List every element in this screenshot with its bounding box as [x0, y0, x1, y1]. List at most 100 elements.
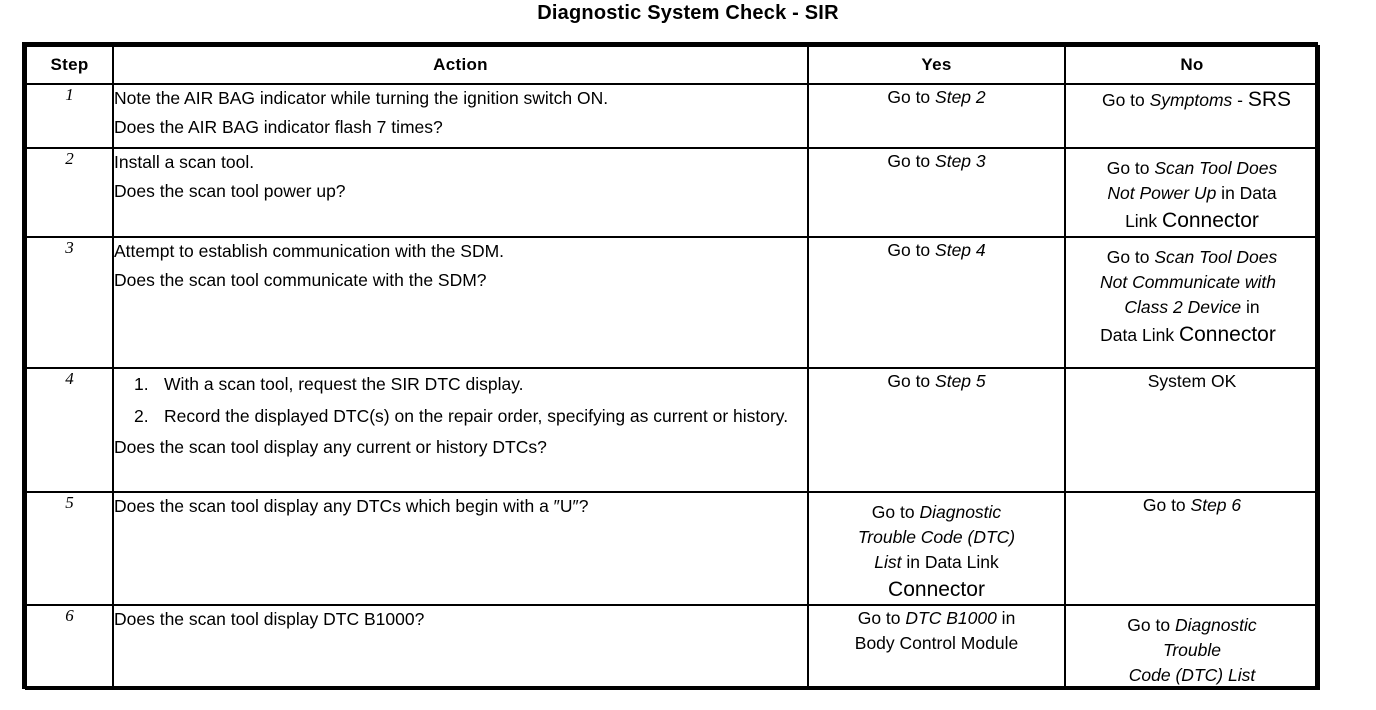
- no-cell: Go to Symptoms - SRS: [1064, 83, 1320, 149]
- action-cell: Does the scan tool display any DTCs whic…: [112, 490, 809, 607]
- reference-link[interactable]: Step 3: [935, 151, 986, 171]
- answer-text: Go to: [1101, 90, 1150, 110]
- reference-link[interactable]: Scan Tool Does: [1154, 158, 1278, 178]
- action-cell: Note the AIR BAG indicator while turning…: [112, 83, 809, 149]
- reference-link[interactable]: Symptoms: [1149, 90, 1233, 110]
- step-number: 6: [25, 604, 114, 690]
- no-cell: Go to Step 6: [1064, 490, 1320, 607]
- reference-link[interactable]: Connector: [1162, 208, 1259, 232]
- reference-link[interactable]: Step 5: [935, 371, 986, 391]
- answer-line: Go to Step 5: [810, 370, 1063, 394]
- reference-link[interactable]: Connector: [888, 577, 985, 601]
- answer-line: Go to Scan Tool Does: [1067, 156, 1317, 181]
- answer-line: Not Communicate with: [1067, 270, 1317, 295]
- reference-link[interactable]: List: [874, 551, 902, 572]
- action-line: Does the scan tool display DTC B1000?: [114, 609, 425, 630]
- reference-link[interactable]: Connector: [1178, 322, 1276, 346]
- answer-line: Go to Symptoms - SRS: [1067, 86, 1317, 115]
- answer-text: Go to: [1127, 615, 1175, 636]
- action-line: Attempt to establish communication with …: [114, 241, 505, 261]
- answer-line: Body Control Module: [854, 633, 1019, 654]
- action-line: Does the scan tool communicate with the …: [114, 269, 487, 290]
- reference-link[interactable]: SRS: [1247, 88, 1292, 111]
- yes-cell: Go to DTC B1000 in Body Control Module: [807, 604, 1066, 690]
- reference-link[interactable]: Step 6: [1190, 495, 1242, 515]
- diagnostic-table-container: Step Action Yes No 1 Note the AIR BAG in…: [22, 42, 1320, 690]
- column-header-no: No: [1064, 45, 1320, 85]
- step-number: 3: [25, 236, 114, 369]
- table-row: 1 Note the AIR BAG indicator while turni…: [25, 83, 1320, 149]
- answer-text: in: [996, 608, 1016, 629]
- answer-text: in Data: [1216, 182, 1277, 203]
- yes-cell: Go to Step 2: [807, 83, 1066, 149]
- answer-line: Go to DTC B1000 in: [810, 607, 1063, 631]
- answer-line: List in Data Link: [810, 550, 1063, 575]
- step-number: 4: [25, 367, 114, 493]
- answer-line: Link Connector: [1067, 206, 1317, 235]
- table-row: 6 Does the scan tool display DTC B1000? …: [25, 604, 1320, 690]
- action-line: Does the scan tool power up?: [114, 180, 346, 201]
- no-cell: Go to Diagnostic Trouble Code (DTC) List: [1064, 604, 1320, 690]
- reference-link[interactable]: Trouble: [1162, 640, 1222, 661]
- answer-text: in Data Link: [901, 551, 999, 572]
- reference-link[interactable]: Not Power Up: [1107, 182, 1217, 203]
- table-header-row: Step Action Yes No: [25, 45, 1320, 85]
- action-cell: Attempt to establish communication with …: [112, 236, 809, 369]
- answer-text: Data Link: [1100, 324, 1179, 345]
- action-cell: Does the scan tool display DTC B1000?: [112, 604, 809, 690]
- reference-link[interactable]: Diagnostic: [1174, 615, 1257, 636]
- answer-text: Go to: [887, 371, 936, 391]
- reference-link[interactable]: Scan Tool Does: [1154, 247, 1278, 267]
- answer-text: Go to: [887, 240, 936, 260]
- diagnostic-table: Step Action Yes No 1 Note the AIR BAG in…: [25, 45, 1320, 690]
- reference-link[interactable]: Trouble Code (DTC): [857, 526, 1016, 547]
- answer-text: Go to: [1142, 495, 1191, 515]
- reference-link[interactable]: DTC B1000: [905, 608, 997, 629]
- answer-text: Go to: [887, 87, 936, 107]
- reference-link[interactable]: Code (DTC) List: [1128, 665, 1256, 686]
- answer-line: Trouble: [1067, 638, 1317, 663]
- step-number: 1: [25, 83, 114, 149]
- action-cell: Install a scan tool. Does the scan tool …: [112, 147, 809, 238]
- reference-link[interactable]: Not Communicate with: [1099, 271, 1277, 292]
- answer-line: Trouble Code (DTC): [810, 525, 1063, 550]
- action-line: Note the AIR BAG indicator while turning…: [114, 88, 609, 108]
- answer-text: Link: [1125, 210, 1163, 231]
- answer-line: Go to Diagnostic: [1067, 613, 1317, 638]
- yes-cell: Go to Diagnostic Trouble Code (DTC) List…: [807, 490, 1066, 607]
- table-row: 2 Install a scan tool. Does the scan too…: [25, 147, 1320, 238]
- action-line: Does the AIR BAG indicator flash 7 times…: [114, 116, 443, 137]
- answer-text: Go to: [1106, 158, 1155, 178]
- reference-link[interactable]: Step 2: [935, 87, 986, 107]
- no-cell: System OK: [1064, 367, 1320, 493]
- answer-text: in: [1241, 296, 1260, 317]
- yes-cell: Go to Step 5: [807, 367, 1066, 493]
- column-header-action: Action: [112, 45, 809, 85]
- answer-text: -: [1232, 90, 1248, 110]
- column-header-yes: Yes: [807, 45, 1066, 85]
- reference-link[interactable]: Class 2 Device: [1124, 296, 1242, 317]
- table-row: 4 With a scan tool, request the SIR DTC …: [25, 367, 1320, 493]
- answer-line: Go to Step 4: [810, 239, 1063, 263]
- answer-text: Go to: [1106, 247, 1155, 267]
- action-line: Install a scan tool.: [114, 152, 255, 172]
- answer-line: Connector: [810, 575, 1063, 604]
- step-number: 2: [25, 147, 114, 238]
- answer-line: Go to Diagnostic: [810, 500, 1063, 525]
- answer-text: Go to: [887, 151, 936, 171]
- reference-link[interactable]: Diagnostic: [919, 502, 1002, 522]
- answer-line: System OK: [1147, 371, 1237, 391]
- answer-line: Go to Scan Tool Does: [1067, 245, 1317, 270]
- answer-text: Go to: [857, 608, 906, 629]
- answer-line: Class 2 Device in: [1067, 295, 1317, 320]
- action-cell: With a scan tool, request the SIR DTC di…: [112, 367, 809, 493]
- step-number: 5: [25, 490, 114, 607]
- action-line: Does the scan tool display any DTCs whic…: [114, 496, 589, 516]
- reference-link[interactable]: Step 4: [935, 240, 986, 260]
- answer-line: Not Power Up in Data: [1067, 181, 1317, 206]
- table-row: 5 Does the scan tool display any DTCs wh…: [25, 490, 1320, 607]
- no-cell: Go to Scan Tool Does Not Communicate wit…: [1064, 236, 1320, 369]
- list-item: Record the displayed DTC(s) on the repai…: [134, 403, 789, 430]
- answer-line: Code (DTC) List: [1067, 663, 1317, 687]
